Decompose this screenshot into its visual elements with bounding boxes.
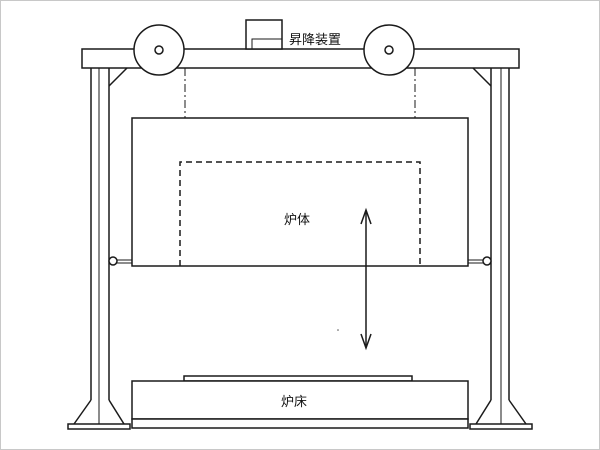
speck: [337, 329, 339, 331]
left-column: [67, 67, 131, 430]
right-pulley: [363, 24, 415, 76]
right-column: [469, 67, 533, 430]
furnace-bed-label: 炉床: [281, 395, 308, 410]
furnace-body: [131, 117, 469, 267]
movement-arrow: [360, 207, 372, 351]
lifting-device-box: [245, 19, 283, 50]
lifting-device-label: 昇降装置: [288, 33, 343, 48]
left-guide: [108, 256, 132, 266]
left-pulley: [133, 24, 185, 76]
cable-lines: [184, 68, 416, 118]
furnace-bed: [131, 375, 469, 429]
furnace-body-label: 炉体: [284, 213, 311, 228]
right-guide: [468, 256, 492, 266]
